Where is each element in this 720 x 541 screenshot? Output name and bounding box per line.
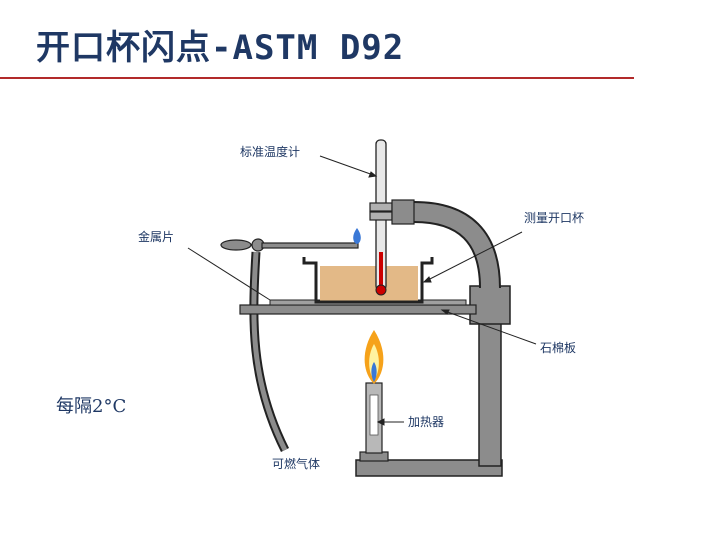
stand-column <box>478 319 502 467</box>
leader-thermometer <box>319 155 377 177</box>
metal-sheet-applicator <box>220 228 361 252</box>
title-underline <box>0 77 634 79</box>
applicator-handle <box>220 239 252 251</box>
thermometer-clamp <box>369 199 415 225</box>
leader-lines <box>187 155 537 426</box>
open-cup <box>302 257 434 304</box>
leader-metal-sheet <box>187 247 271 301</box>
gas-hose <box>249 251 290 453</box>
label-heater: 加热器 <box>408 415 444 429</box>
cup-outline <box>302 257 434 304</box>
leader-asbestos-board <box>441 309 537 345</box>
applicator-flame <box>353 228 361 244</box>
thermometer-mercury-column <box>379 252 383 288</box>
heater-burner <box>359 382 389 462</box>
burner-flame <box>364 330 384 384</box>
temperature-interval-note: 每隔2°C <box>56 396 126 417</box>
burner-inner-tube <box>369 394 379 436</box>
label-test-cup: 测量开口杯 <box>524 211 584 225</box>
thermometer-arm <box>413 201 501 289</box>
label-asbestos-board: 石棉板 <box>540 341 576 355</box>
cup-sample-oil <box>320 266 418 302</box>
page-title: 开口杯闪点-ASTM D92 <box>36 28 405 68</box>
leader-test-cup <box>423 231 523 283</box>
label-thermometer: 标准温度计 <box>240 144 300 159</box>
stand-base <box>355 459 503 477</box>
label-gas: 可燃气体 <box>272 456 320 471</box>
applicator-arm <box>261 242 359 249</box>
label-metal-sheet: 金属片 <box>138 229 174 244</box>
thermometer-bulb <box>375 284 387 296</box>
